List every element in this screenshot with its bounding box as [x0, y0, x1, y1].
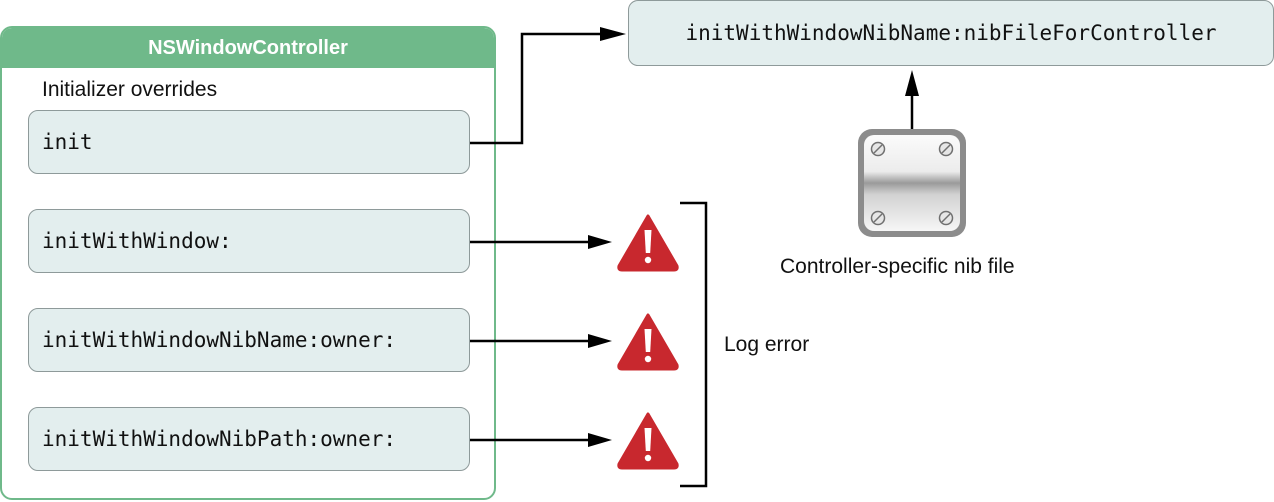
warning-icon [617, 412, 679, 470]
arrow-nib-to-target [905, 70, 919, 130]
arrow-init-to-target [470, 27, 626, 145]
nib-file-icon [858, 129, 966, 237]
section-label: Initializer overrides [42, 78, 218, 101]
method-label: init [42, 130, 93, 154]
warning-icon [617, 313, 679, 371]
arrow-init-with-window-error [470, 235, 612, 249]
warning-icon [617, 214, 679, 272]
method-init: init [28, 110, 470, 174]
method-init-with-window-nib-path-owner: initWithWindowNibPath:owner: [28, 407, 470, 471]
arrow-nib-name-owner-error [470, 334, 612, 348]
method-label: initWithWindowNibPath:owner: [42, 427, 397, 451]
nib-file-caption: Controller-specific nib file [780, 255, 1015, 278]
error-bracket [680, 201, 708, 488]
method-init-with-window-nib-name-owner: initWithWindowNibName:owner: [28, 308, 470, 372]
method-init-with-window: initWithWindow: [28, 209, 470, 273]
controller-title: NSWindowController [2, 28, 494, 68]
arrow-nib-path-owner-error [470, 433, 612, 447]
method-label: initWithWindowNibName:owner: [42, 328, 397, 352]
target-method-box: initWithWindowNibName:nibFileForControll… [628, 0, 1274, 66]
method-label: initWithWindow: [42, 229, 232, 253]
log-error-caption: Log error [724, 333, 810, 356]
target-method-label: initWithWindowNibName:nibFileForControll… [685, 21, 1217, 45]
